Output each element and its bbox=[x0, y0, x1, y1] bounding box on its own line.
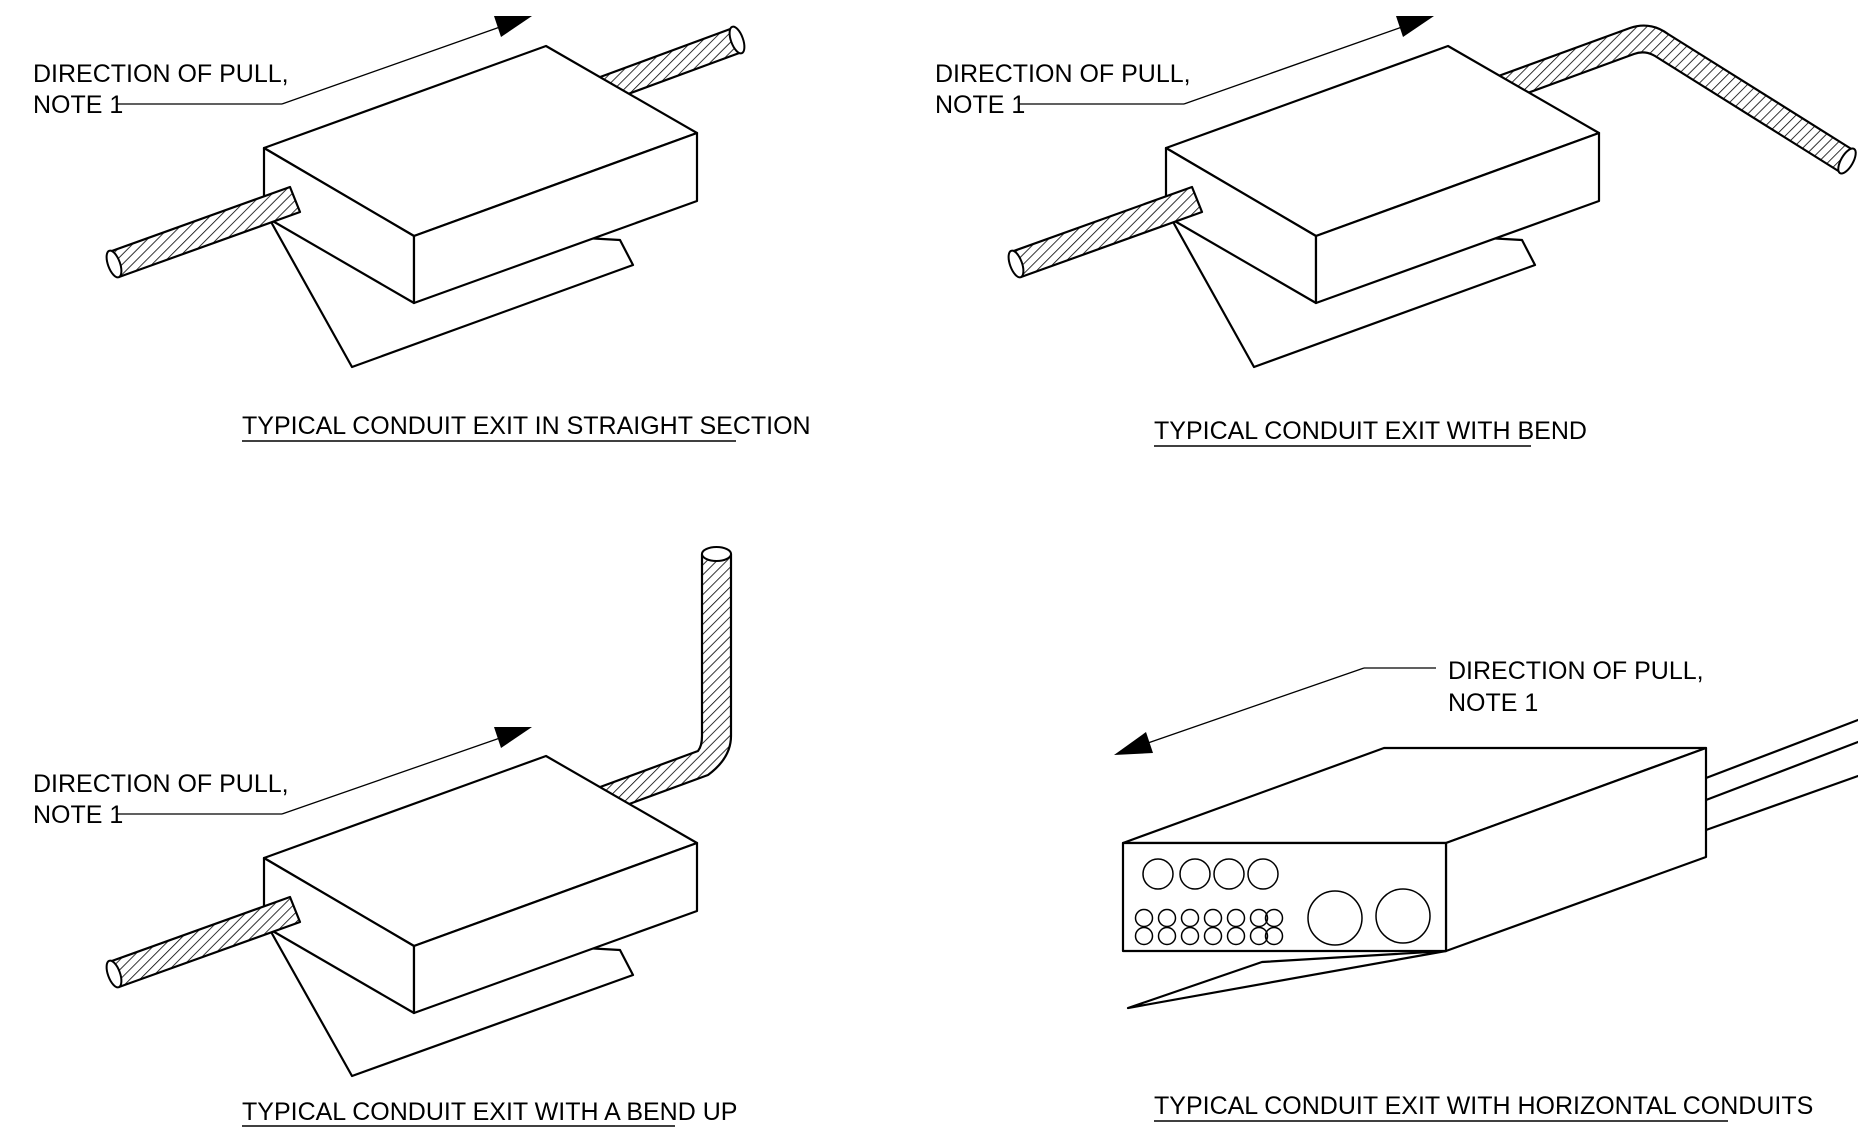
panel-horizontal-conduits: DIRECTION OF PULL, NOTE 1 TYPICAL CONDUI… bbox=[1114, 657, 1858, 1122]
direction-of-pull-arrow bbox=[1114, 667, 1436, 755]
pull-box bbox=[1164, 44, 1601, 305]
bent-far-conduit bbox=[1491, 24, 1857, 175]
near-conduit bbox=[105, 895, 302, 989]
panel-with-bend: DIRECTION OF PULL, NOTE 1 TYPICAL CONDUI… bbox=[935, 16, 1857, 447]
direction-note-line1: DIRECTION OF PULL, bbox=[33, 60, 289, 88]
duct-openings bbox=[1134, 858, 1431, 946]
base-plate bbox=[1126, 949, 1448, 1010]
direction-note-line2: NOTE 1 bbox=[1448, 689, 1538, 717]
panel-caption: TYPICAL CONDUIT EXIT WITH HORIZONTAL CON… bbox=[1154, 1092, 1813, 1120]
direction-note-line1: DIRECTION OF PULL, bbox=[1448, 657, 1704, 685]
direction-of-pull-arrow bbox=[117, 727, 532, 815]
pull-box bbox=[262, 754, 699, 1015]
direction-of-pull-arrow bbox=[1019, 16, 1434, 105]
direction-note-line2: NOTE 1 bbox=[33, 801, 123, 829]
panel-caption: TYPICAL CONDUIT EXIT IN STRAIGHT SECTION bbox=[242, 412, 811, 440]
near-conduit bbox=[1007, 185, 1204, 279]
pull-box bbox=[262, 44, 699, 305]
panel-straight-section: DIRECTION OF PULL, NOTE 1 TYPICAL CONDUI… bbox=[33, 16, 811, 442]
panel-caption: TYPICAL CONDUIT EXIT WITH A BEND UP bbox=[242, 1098, 737, 1126]
direction-note-line1: DIRECTION OF PULL, bbox=[33, 770, 289, 798]
pull-box bbox=[1121, 746, 1708, 953]
horizontal-conduit-runs bbox=[1704, 718, 1858, 832]
direction-note-line1: DIRECTION OF PULL, bbox=[935, 60, 1191, 88]
direction-of-pull-arrow bbox=[117, 16, 532, 105]
direction-note-line2: NOTE 1 bbox=[33, 91, 123, 119]
near-conduit bbox=[105, 185, 302, 279]
direction-note-line2: NOTE 1 bbox=[935, 91, 1025, 119]
bend-up-far-conduit bbox=[590, 546, 733, 816]
panel-with-bend-up: DIRECTION OF PULL, NOTE 1 TYPICAL CONDUI… bbox=[33, 546, 737, 1127]
panel-caption: TYPICAL CONDUIT EXIT WITH BEND bbox=[1154, 417, 1587, 445]
